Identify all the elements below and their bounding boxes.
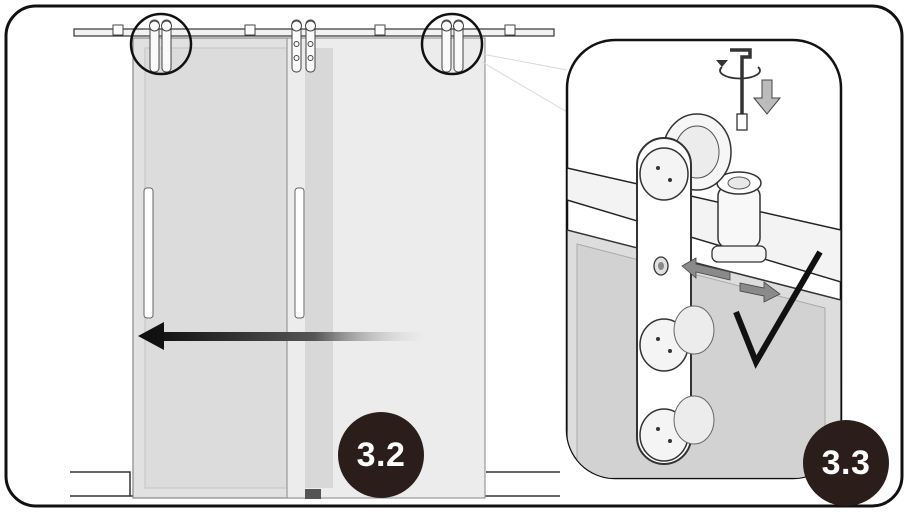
allen-key-icon bbox=[716, 48, 782, 131]
floor-guide bbox=[305, 489, 321, 499]
left-door-handle bbox=[143, 187, 154, 319]
step-badge-3-3: 3.3 bbox=[803, 420, 889, 506]
roller-hangers bbox=[149, 19, 464, 73]
zoom-detail bbox=[565, 38, 843, 480]
callout-lines bbox=[481, 53, 568, 113]
checkmark-icon bbox=[733, 250, 823, 369]
highlight-circle-left bbox=[129, 12, 193, 76]
step-badge-3-2: 3.2 bbox=[338, 412, 424, 498]
outer-frame bbox=[4, 4, 904, 508]
right-door-handle bbox=[294, 187, 305, 319]
slide-left-arrow-icon bbox=[138, 322, 443, 350]
adjust-arrows-icon bbox=[681, 257, 781, 303]
highlight-circle-right bbox=[420, 12, 484, 76]
right-panel bbox=[286, 37, 486, 499]
left-door bbox=[132, 37, 304, 499]
